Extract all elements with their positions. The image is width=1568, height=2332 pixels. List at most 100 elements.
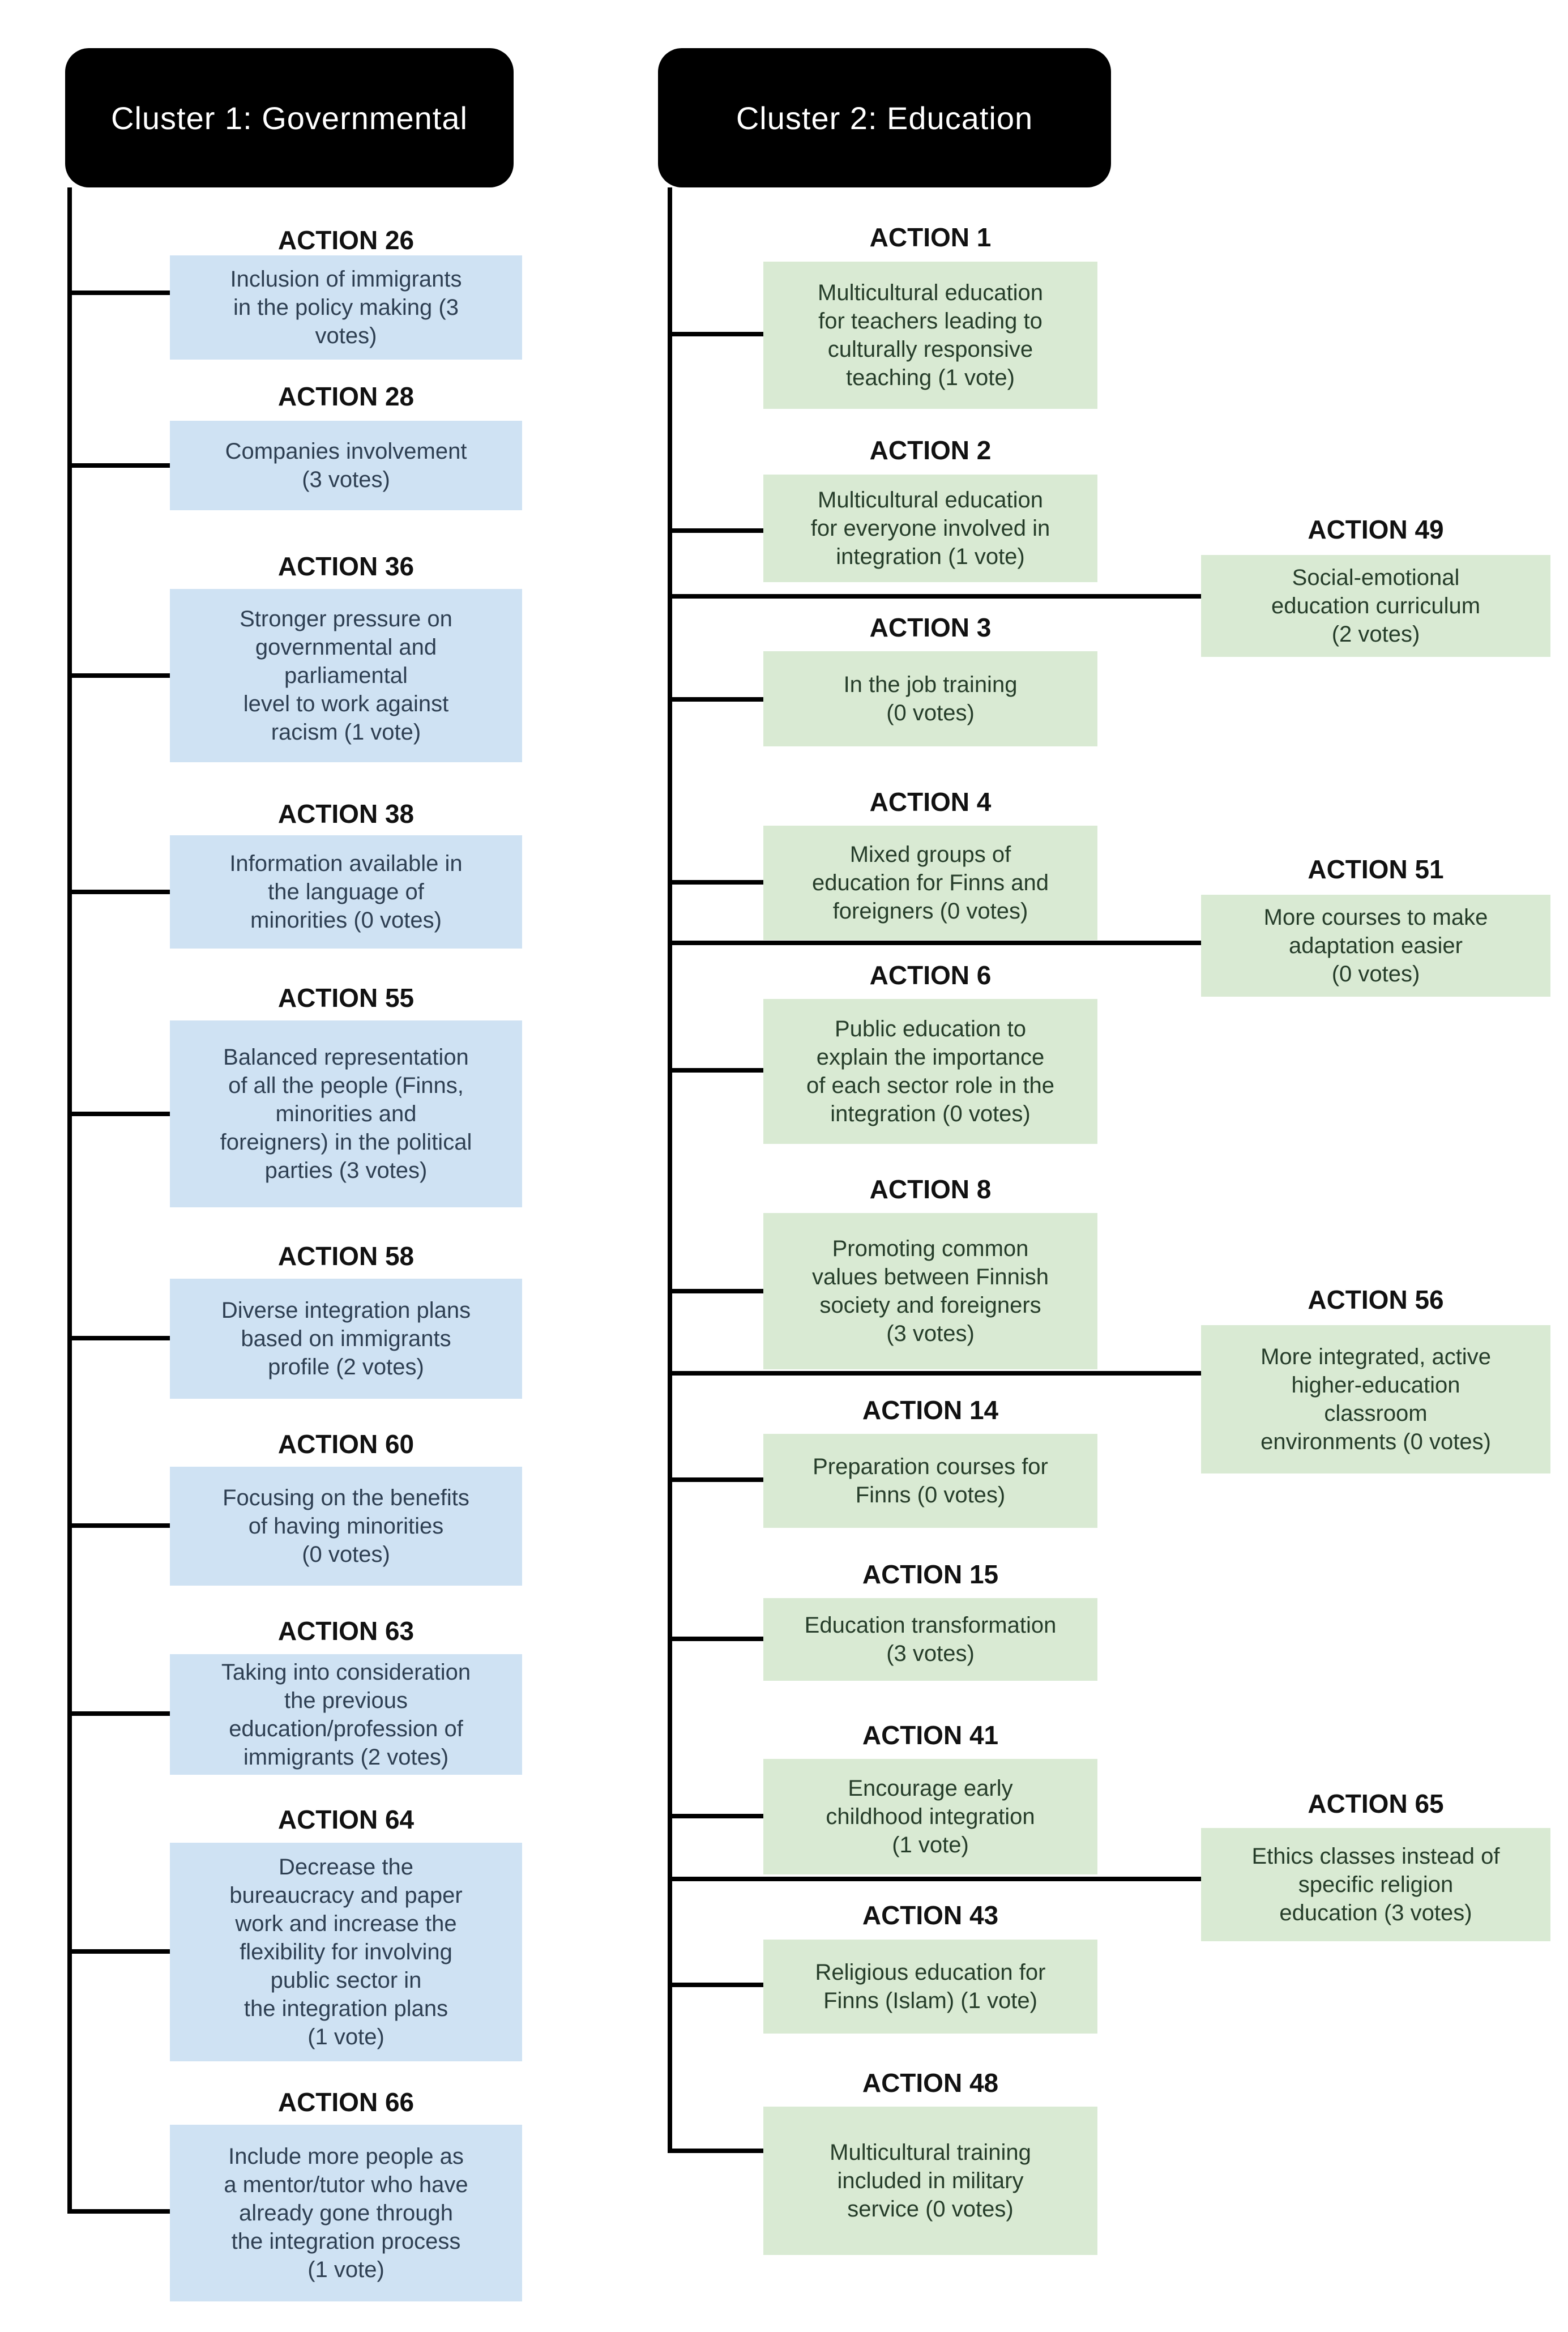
action-58-box: Diverse integration plans based on immig… <box>170 1279 522 1399</box>
action-38-title: ACTION 38 <box>170 797 522 831</box>
action-51-title-text: ACTION 51 <box>1308 855 1444 884</box>
action-63-box-text: Taking into consideration the previous e… <box>221 1659 471 1770</box>
action-66-title: ACTION 66 <box>170 2085 522 2119</box>
connector-action-65 <box>668 1877 1201 1881</box>
action-38-title-text: ACTION 38 <box>277 799 415 828</box>
action-55-box-text: Balanced representation of all the peopl… <box>220 1045 472 1183</box>
action-15-title: ACTION 15 <box>763 1557 1097 1591</box>
action-55-title: ACTION 55 <box>170 981 522 1015</box>
action-64-title: ACTION 64 <box>170 1803 522 1836</box>
action-36-box-text: Stronger pressure on governmental and pa… <box>240 607 452 745</box>
cluster-2-title: Cluster 2: Education <box>736 100 1033 136</box>
action-58-box-text: Diverse integration plans based on immig… <box>221 1298 471 1379</box>
action-2-title: ACTION 2 <box>763 433 1097 467</box>
action-48-title: ACTION 48 <box>763 2066 1097 2100</box>
connector-action-38 <box>67 890 170 894</box>
action-1-box: Multicultural education for teachers lea… <box>763 262 1097 409</box>
action-36-title-text: ACTION 36 <box>277 552 415 581</box>
connector-action-3 <box>668 697 763 702</box>
action-60-title: ACTION 60 <box>170 1427 522 1461</box>
connector-action-56 <box>668 1371 1201 1376</box>
action-15-box-text: Education transformation (3 votes) <box>804 1613 1057 1666</box>
action-58-title-text: ACTION 58 <box>277 1241 415 1271</box>
action-28-box: Companies involvement (3 votes) <box>170 421 522 510</box>
action-38-box: Information available in the language of… <box>170 835 522 949</box>
action-60-box-text: Focusing on the benefits of having minor… <box>223 1485 469 1567</box>
action-1-box-text: Multicultural education for teachers lea… <box>818 280 1043 390</box>
action-3-box: In the job training (0 votes) <box>763 651 1097 746</box>
action-49-box: Social-emotional education curriculum (2… <box>1201 555 1550 657</box>
action-3-box-text: In the job training (0 votes) <box>843 672 1018 725</box>
action-64-title-text: ACTION 64 <box>277 1805 415 1834</box>
action-28-box-text: Companies involvement (3 votes) <box>225 439 467 492</box>
action-14-box: Preparation courses for Finns (0 votes) <box>763 1434 1097 1528</box>
action-48-box: Multicultural training included in milit… <box>763 2107 1097 2255</box>
connector-action-66 <box>67 2209 170 2214</box>
action-15-box: Education transformation (3 votes) <box>763 1598 1097 1681</box>
action-56-title-text: ACTION 56 <box>1308 1285 1444 1314</box>
action-4-box: Mixed groups of education for Finns and … <box>763 826 1097 940</box>
action-8-title-text: ACTION 8 <box>869 1174 992 1204</box>
action-56-box-text: More integrated, active higher-education… <box>1261 1344 1491 1454</box>
action-60-title-text: ACTION 60 <box>277 1429 415 1459</box>
action-55-title-text: ACTION 55 <box>277 983 415 1013</box>
action-63-box: Taking into consideration the previous e… <box>170 1654 522 1775</box>
action-6-title-text: ACTION 6 <box>869 960 992 990</box>
connector-action-60 <box>67 1523 170 1528</box>
action-36-box: Stronger pressure on governmental and pa… <box>170 589 522 762</box>
action-14-title: ACTION 14 <box>763 1393 1097 1427</box>
connector-action-51 <box>668 941 1201 945</box>
action-8-box: Promoting common values between Finnish … <box>763 1213 1097 1369</box>
action-64-box: Decrease the bureaucracy and paper work … <box>170 1843 522 2061</box>
action-60-box: Focusing on the benefits of having minor… <box>170 1467 522 1586</box>
connector-action-41 <box>668 1814 763 1818</box>
connector-action-2 <box>668 528 763 533</box>
action-43-title-text: ACTION 43 <box>862 1900 999 1930</box>
connector-action-55 <box>67 1112 170 1116</box>
action-26-title-text: ACTION 26 <box>277 225 415 255</box>
connector-action-43 <box>668 1983 763 1987</box>
action-65-title-text: ACTION 65 <box>1308 1789 1444 1818</box>
action-55-box: Balanced representation of all the peopl… <box>170 1020 522 1207</box>
action-51-box-text: More courses to make adaptation easier (… <box>1263 905 1488 986</box>
connector-action-63 <box>67 1711 170 1716</box>
action-65-box: Ethics classes instead of specific relig… <box>1201 1828 1550 1941</box>
action-4-box-text: Mixed groups of education for Finns and … <box>811 842 1049 924</box>
cluster-1-header: Cluster 1: Governmental <box>65 48 514 187</box>
action-63-title: ACTION 63 <box>170 1614 522 1648</box>
action-3-title: ACTION 3 <box>763 610 1097 644</box>
action-56-title: ACTION 56 <box>1201 1283 1550 1317</box>
action-6-title: ACTION 6 <box>763 958 1097 992</box>
cluster-1-spine <box>67 187 72 2214</box>
connector-action-14 <box>668 1477 763 1482</box>
action-43-title: ACTION 43 <box>763 1898 1097 1932</box>
action-66-box-text: Include more people as a mentor/tutor wh… <box>224 2144 468 2282</box>
action-1-title: ACTION 1 <box>763 220 1097 254</box>
action-65-title: ACTION 65 <box>1201 1787 1550 1821</box>
connector-action-36 <box>67 673 170 678</box>
action-3-title-text: ACTION 3 <box>869 613 992 642</box>
connector-action-48 <box>668 2149 763 2153</box>
action-28-title: ACTION 28 <box>170 379 522 413</box>
action-26-box: Inclusion of immigrants in the policy ma… <box>170 255 522 360</box>
action-41-box: Encourage early childhood integration (1… <box>763 1759 1097 1874</box>
cluster-1-title: Cluster 1: Governmental <box>111 100 468 136</box>
action-64-box-text: Decrease the bureaucracy and paper work … <box>229 1855 463 2049</box>
action-2-box-text: Multicultural education for everyone inv… <box>810 488 1050 569</box>
connector-action-4 <box>668 880 763 885</box>
connector-action-64 <box>67 1949 170 1954</box>
action-43-box-text: Religious education for Finns (Islam) (1… <box>815 1960 1046 2013</box>
action-4-title: ACTION 4 <box>763 785 1097 819</box>
action-6-box-text: Public education to explain the importan… <box>806 1016 1055 1126</box>
action-43-box: Religious education for Finns (Islam) (1… <box>763 1940 1097 2034</box>
action-49-title-text: ACTION 49 <box>1308 515 1444 544</box>
action-36-title: ACTION 36 <box>170 549 522 583</box>
action-41-title: ACTION 41 <box>763 1718 1097 1752</box>
action-6-box: Public education to explain the importan… <box>763 999 1097 1144</box>
connector-action-15 <box>668 1637 763 1641</box>
action-26-box-text: Inclusion of immigrants in the policy ma… <box>230 267 462 348</box>
action-49-box-text: Social-emotional education curriculum (2… <box>1271 565 1481 647</box>
connector-action-26 <box>67 291 170 295</box>
action-8-box-text: Promoting common values between Finnish … <box>811 1236 1049 1346</box>
